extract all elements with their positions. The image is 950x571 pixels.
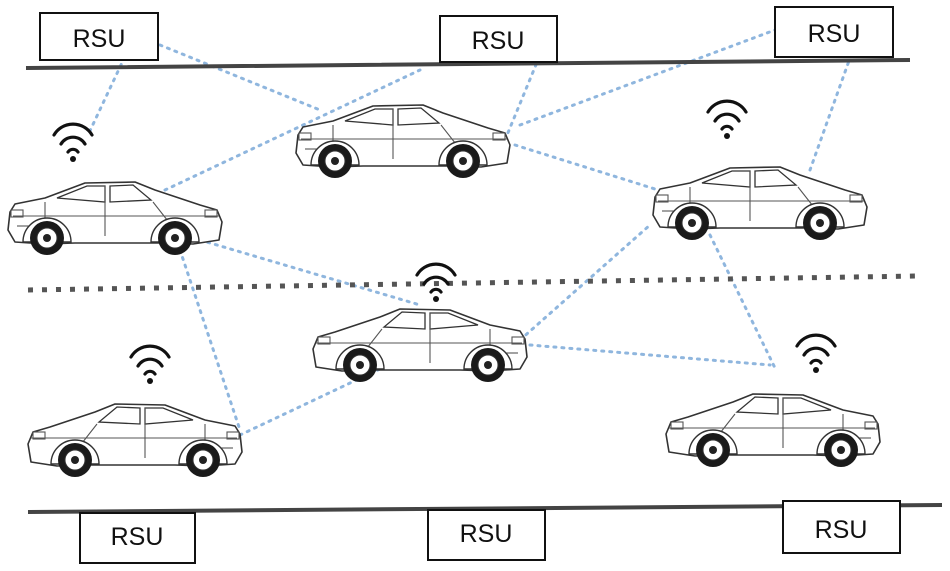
link bbox=[518, 223, 652, 342]
rsu-label: RSU bbox=[111, 523, 164, 551]
rsu-bottom-center: RSU bbox=[427, 509, 546, 561]
link bbox=[158, 43, 322, 112]
link bbox=[178, 248, 242, 432]
wifi-icon bbox=[52, 122, 94, 164]
top-road-edge bbox=[25, 57, 911, 71]
rsu-bottom-right: RSU bbox=[782, 500, 901, 554]
link bbox=[238, 348, 422, 437]
link bbox=[503, 53, 542, 142]
rsu-label: RSU bbox=[808, 20, 861, 48]
vehicle-top-center bbox=[295, 104, 511, 179]
link bbox=[198, 238, 422, 307]
rsu-bottom-left: RSU bbox=[79, 512, 196, 564]
rsu-top-left: RSU bbox=[39, 12, 159, 61]
lane-divider bbox=[27, 273, 919, 293]
rsu-label: RSU bbox=[472, 27, 525, 55]
rsu-top-center: RSU bbox=[439, 15, 558, 63]
vehicle-bottom-right bbox=[665, 393, 881, 468]
communication-links bbox=[86, 28, 852, 437]
rsu-label: RSU bbox=[73, 25, 126, 53]
vehicle-top-right bbox=[652, 166, 868, 241]
wifi-icon bbox=[795, 333, 837, 375]
vehicle-top-left bbox=[7, 181, 223, 256]
link bbox=[518, 28, 777, 127]
wifi-icon bbox=[129, 344, 171, 386]
vehicle-middle-center bbox=[312, 308, 528, 383]
link bbox=[528, 343, 772, 367]
rsu-label: RSU bbox=[460, 520, 513, 548]
rsu-label: RSU bbox=[815, 516, 868, 544]
link bbox=[86, 48, 130, 137]
vehicle-bottom-left bbox=[27, 403, 243, 478]
rsu-top-right: RSU bbox=[774, 6, 894, 58]
wifi-icon bbox=[706, 99, 748, 141]
link bbox=[808, 56, 852, 172]
link bbox=[708, 233, 777, 370]
link bbox=[163, 68, 422, 192]
